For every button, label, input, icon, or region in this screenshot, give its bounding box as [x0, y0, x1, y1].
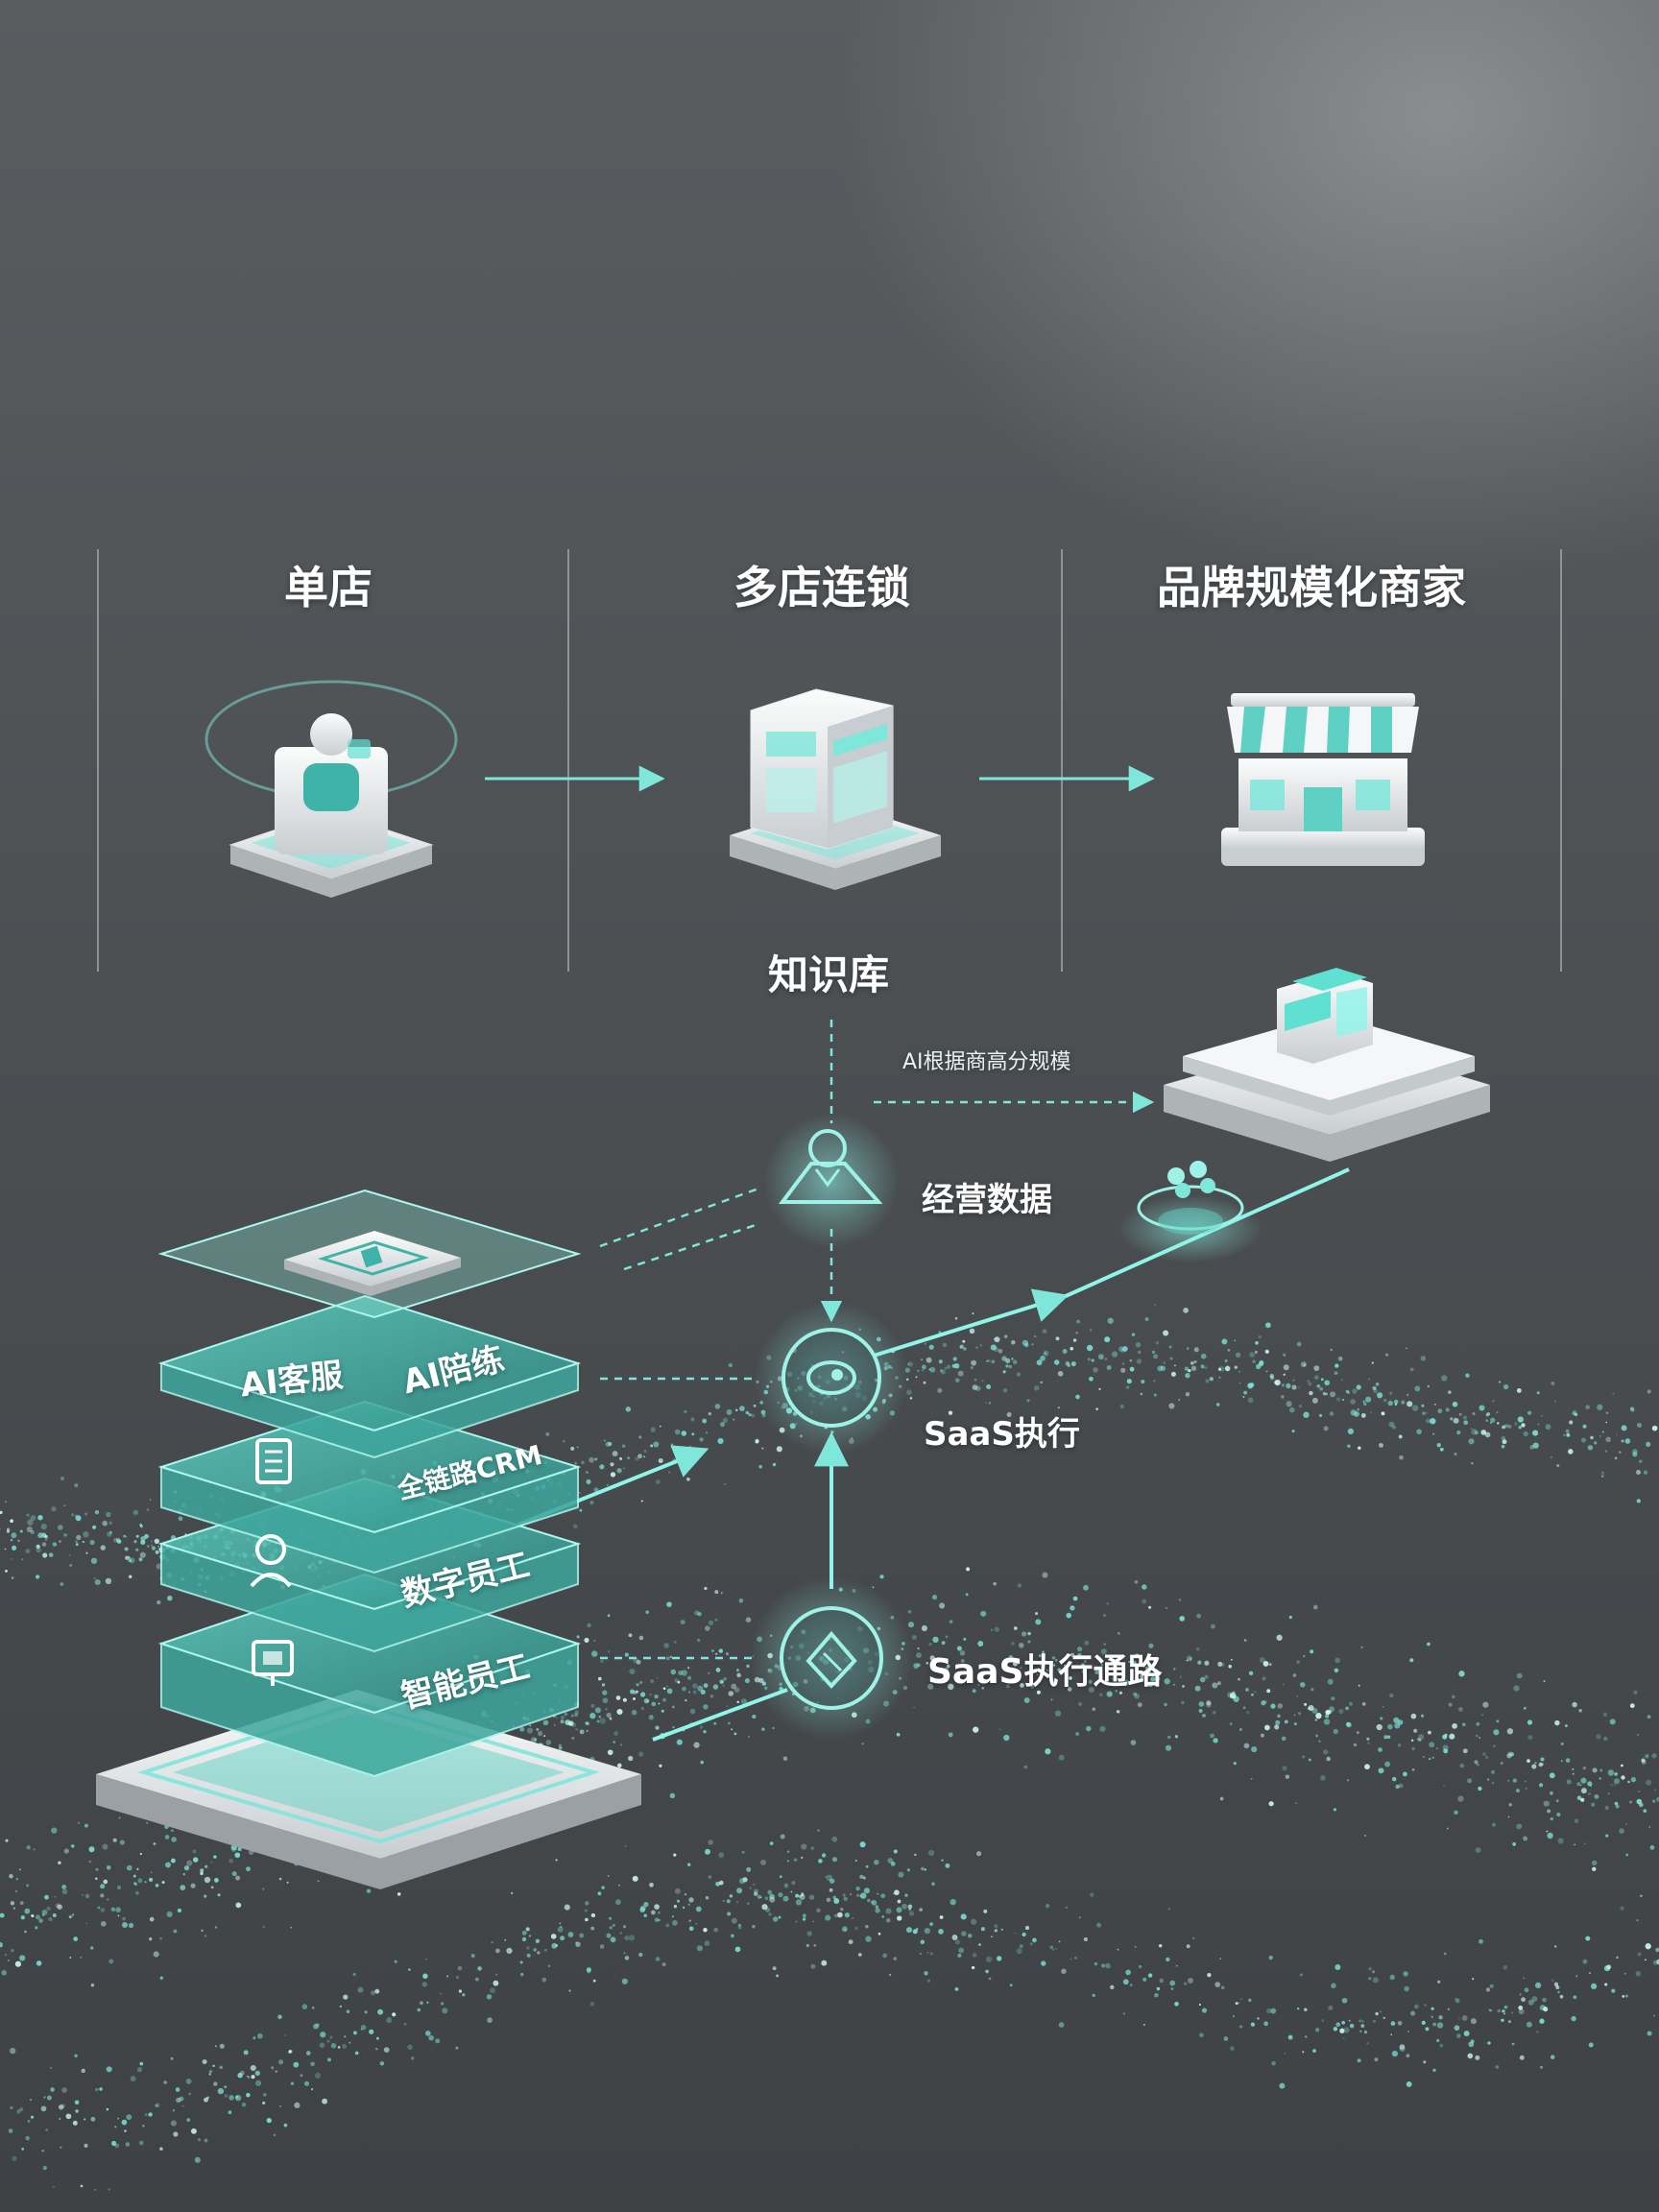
stage-label-brand-scale: 品牌规模化商家 — [1157, 562, 1466, 613]
ai-note-label: AI根据商高分规模 — [902, 1050, 1071, 1074]
store-building-icon — [730, 688, 941, 890]
stack-top-plate — [157, 1189, 582, 1319]
saas-path-label: SaaS执行通路 — [927, 1652, 1163, 1692]
knowledge-base-label: 知识库 — [768, 951, 890, 998]
service-desk-icon — [204, 680, 458, 898]
stack-layer-2 — [157, 1400, 582, 1575]
data-drum-icon — [1118, 1161, 1262, 1262]
layered-service-stack — [96, 1189, 641, 1889]
brand-data-platform-icon — [1164, 968, 1490, 1162]
stage-label-chain-stores: 多店连锁 — [733, 562, 910, 613]
document-icon — [255, 1438, 292, 1484]
person-icon — [250, 1534, 292, 1588]
operating-data-node-icon — [764, 1114, 899, 1248]
stage-label-single-store: 单店 — [284, 562, 373, 613]
stage-dividers — [97, 549, 1562, 972]
saas-path-node-icon — [750, 1576, 913, 1740]
stack-layer-1 — [157, 1294, 582, 1459]
saas-execution-node-icon — [755, 1301, 908, 1455]
storefront-awning-icon — [1221, 693, 1425, 866]
operating-data-label: 经营数据 — [922, 1181, 1052, 1219]
saas-execution-label: SaaS执行 — [924, 1415, 1080, 1454]
monitor-icon — [252, 1640, 294, 1686]
